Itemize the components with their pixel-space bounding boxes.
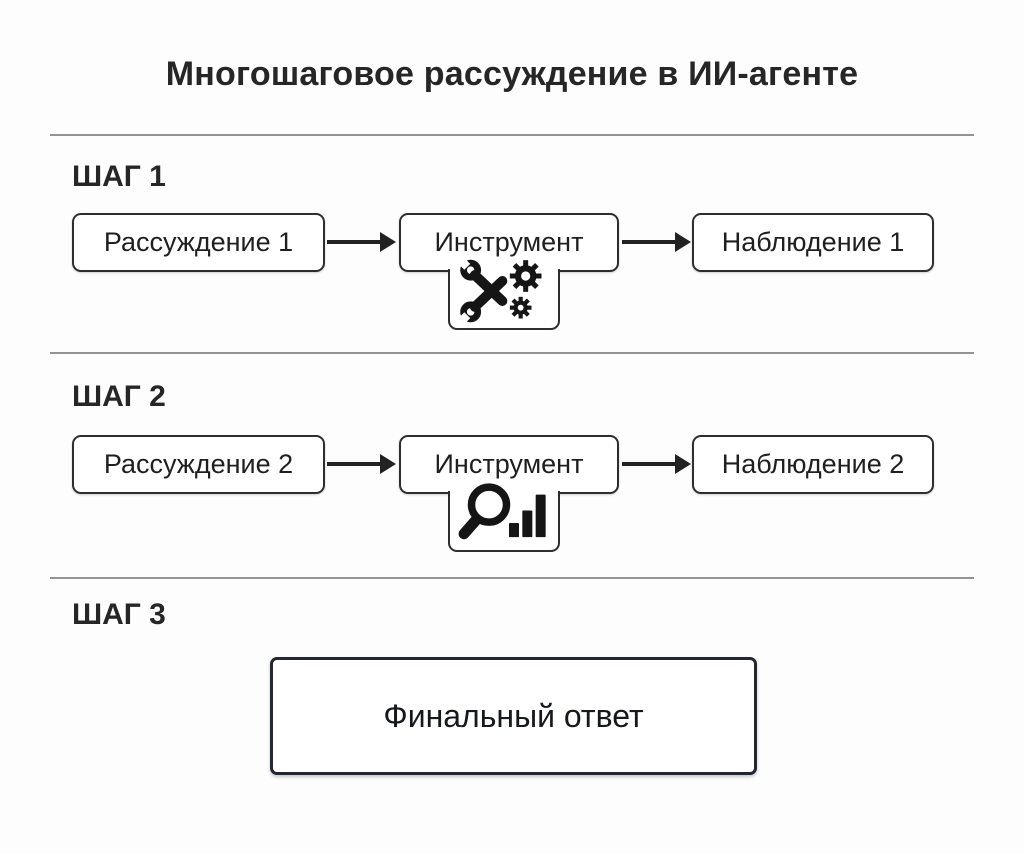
step1-reasoning-box: Рассуждение 1 [72, 213, 325, 272]
step3-label: ШАГ 3 [72, 598, 166, 631]
step2-label: ШАГ 2 [72, 380, 166, 413]
arrow-step1-reasoning-to-tool [327, 232, 396, 252]
step2-observation-label: Наблюдение 2 [721, 449, 905, 479]
separator-3 [50, 577, 974, 579]
step1-tool-main: Инструмент [399, 213, 619, 272]
step2-observation-box: Наблюдение 2 [692, 435, 934, 494]
step1-reasoning-label: Рассуждение 1 [103, 227, 294, 257]
gear-large [509, 260, 542, 292]
step2-tool-main: Инструмент [399, 435, 619, 494]
diagram-title: Многошаговое рассуждение в ИИ-агенте [165, 55, 859, 93]
bar-chart-bars [509, 494, 546, 538]
arrow-step2-tool-to-observation [622, 454, 691, 474]
step1-observation-label: Наблюдение 1 [721, 227, 905, 257]
step1-observation-box: Наблюдение 1 [692, 213, 934, 272]
arrow-step2-reasoning-to-tool [327, 454, 396, 474]
step1-tool-label: Инструмент [434, 227, 584, 257]
step1-tool-box: Инструмент [399, 213, 619, 333]
arrow-step1-tool-to-observation [622, 232, 691, 252]
final-answer-box: Финальный ответ [270, 657, 757, 775]
magnifier-chart-icon [458, 483, 546, 540]
final-answer-label: Финальный ответ [383, 697, 644, 734]
step2-reasoning-box: Рассуждение 2 [72, 435, 325, 494]
separator-1 [50, 134, 974, 136]
step2-tool-tab [448, 483, 560, 552]
step2-tool-label: Инструмент [434, 449, 584, 479]
step1-label: ШАГ 1 [72, 160, 166, 193]
step1-tool-tab [448, 255, 560, 330]
gear-small [509, 296, 532, 319]
step2-reasoning-label: Рассуждение 2 [103, 449, 294, 479]
wrench-gears-icon [456, 255, 542, 327]
separator-2 [50, 352, 974, 354]
step2-tool-box: Инструмент [399, 435, 619, 555]
